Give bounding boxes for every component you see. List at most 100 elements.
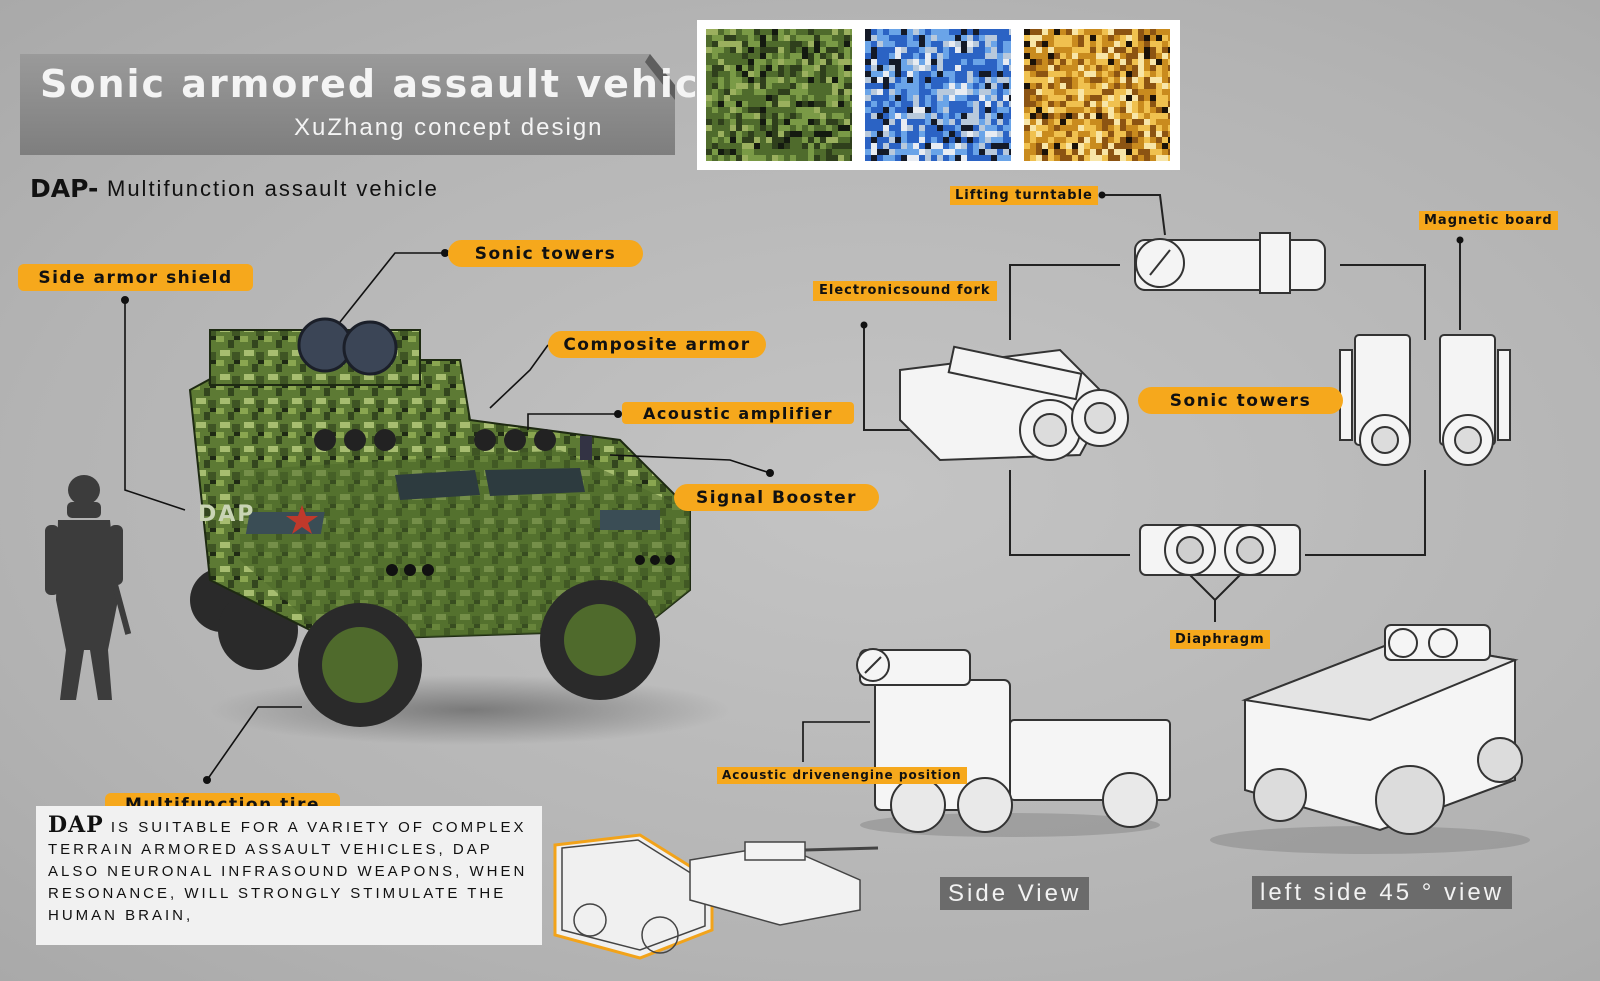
camo-cell: [742, 83, 748, 89]
camo-cell: [760, 41, 766, 47]
camo-cell: [748, 89, 754, 95]
camo-cell: [865, 83, 871, 89]
camo-cell: [1144, 149, 1150, 155]
camo-cell: [742, 53, 748, 59]
camo-cell: [1066, 95, 1072, 101]
camo-cell: [895, 89, 901, 95]
camo-cell: [1102, 41, 1108, 47]
camo-cell: [895, 77, 901, 83]
camo-cell: [838, 71, 844, 77]
camo-cell: [718, 53, 724, 59]
camo-cell: [766, 53, 772, 59]
camo-cell: [844, 155, 850, 161]
camo-cell: [1144, 131, 1150, 137]
camo-cell: [1030, 113, 1036, 119]
camo-cell: [1096, 107, 1102, 113]
page-subtitle: XuZhang concept design: [294, 114, 604, 141]
camo-cell: [1066, 29, 1072, 35]
camo-cell: [1030, 155, 1036, 161]
camo-cell: [871, 89, 877, 95]
camo-cell: [778, 29, 784, 35]
camo-cell: [997, 155, 1003, 161]
camo-cell: [826, 119, 832, 125]
camo-cell: [961, 83, 967, 89]
camo-cell: [1114, 131, 1120, 137]
camo-cell: [883, 113, 889, 119]
model-description: Multifunction assault vehicle: [107, 176, 439, 201]
camo-cell: [826, 155, 832, 161]
camo-cell: [877, 125, 883, 131]
camo-cell: [820, 29, 826, 35]
camo-cell: [1066, 113, 1072, 119]
camo-cell: [967, 113, 973, 119]
camo-cell: [832, 119, 838, 125]
camo-cell: [1003, 101, 1009, 107]
camo-cell: [937, 149, 943, 155]
camo-cell: [1090, 149, 1096, 155]
camo-cell: [784, 47, 790, 53]
camo-cell: [820, 113, 826, 119]
camo-cell: [742, 65, 748, 71]
camo-cell: [778, 83, 784, 89]
camo-cell: [754, 95, 760, 101]
camo-cell: [1132, 107, 1138, 113]
camo-cell: [1072, 29, 1078, 35]
camo-cell: [1162, 41, 1168, 47]
camo-cell: [718, 71, 724, 77]
camo-cell: [1108, 89, 1114, 95]
camo-cell: [943, 41, 949, 47]
camo-cell: [1048, 155, 1054, 161]
camo-cell: [1150, 65, 1156, 71]
camo-cell: [796, 149, 802, 155]
camo-cell: [730, 143, 736, 149]
camo-cell: [901, 101, 907, 107]
camo-cell: [706, 95, 712, 101]
camo-cell: [1072, 113, 1078, 119]
camo-cell: [871, 143, 877, 149]
camo-cell: [736, 83, 742, 89]
camo-cell: [784, 119, 790, 125]
camo-cell: [832, 131, 838, 137]
camo-cell: [1003, 125, 1009, 131]
camo-cell: [712, 53, 718, 59]
camo-cell: [1168, 125, 1174, 131]
camo-cell: [1066, 89, 1072, 95]
camo-cell: [955, 143, 961, 149]
camo-cell: [907, 155, 913, 161]
camo-cell: [943, 47, 949, 53]
camo-cell: [1144, 125, 1150, 131]
camo-cell: [796, 131, 802, 137]
camo-cell: [1102, 107, 1108, 113]
camo-cell: [1060, 89, 1066, 95]
camo-cell: [865, 47, 871, 53]
camo-cell: [1072, 131, 1078, 137]
camo-cell: [838, 131, 844, 137]
camo-cell: [1066, 125, 1072, 131]
camo-cell: [1090, 137, 1096, 143]
camo-cell: [712, 107, 718, 113]
camo-cell: [730, 131, 736, 137]
camo-cell: [985, 125, 991, 131]
camo-cell: [766, 47, 772, 53]
camo-cell: [1078, 77, 1084, 83]
camo-cell: [1162, 65, 1168, 71]
camo-cell: [1078, 143, 1084, 149]
camo-cell: [772, 125, 778, 131]
camo-cell: [883, 125, 889, 131]
camo-cell: [712, 65, 718, 71]
camo-cell: [967, 77, 973, 83]
camo-cell: [1138, 89, 1144, 95]
camo-cell: [877, 155, 883, 161]
camo-cell: [1036, 113, 1042, 119]
camo-cell: [832, 35, 838, 41]
camo-cell: [1009, 125, 1015, 131]
camo-cell: [919, 143, 925, 149]
camo-cell: [865, 71, 871, 77]
camo-cell: [1060, 35, 1066, 41]
camo-cell: [907, 65, 913, 71]
camo-cell: [865, 131, 871, 137]
camo-cell: [760, 155, 766, 161]
camo-cell: [937, 113, 943, 119]
camo-cell: [1120, 149, 1126, 155]
camo-cell: [742, 59, 748, 65]
